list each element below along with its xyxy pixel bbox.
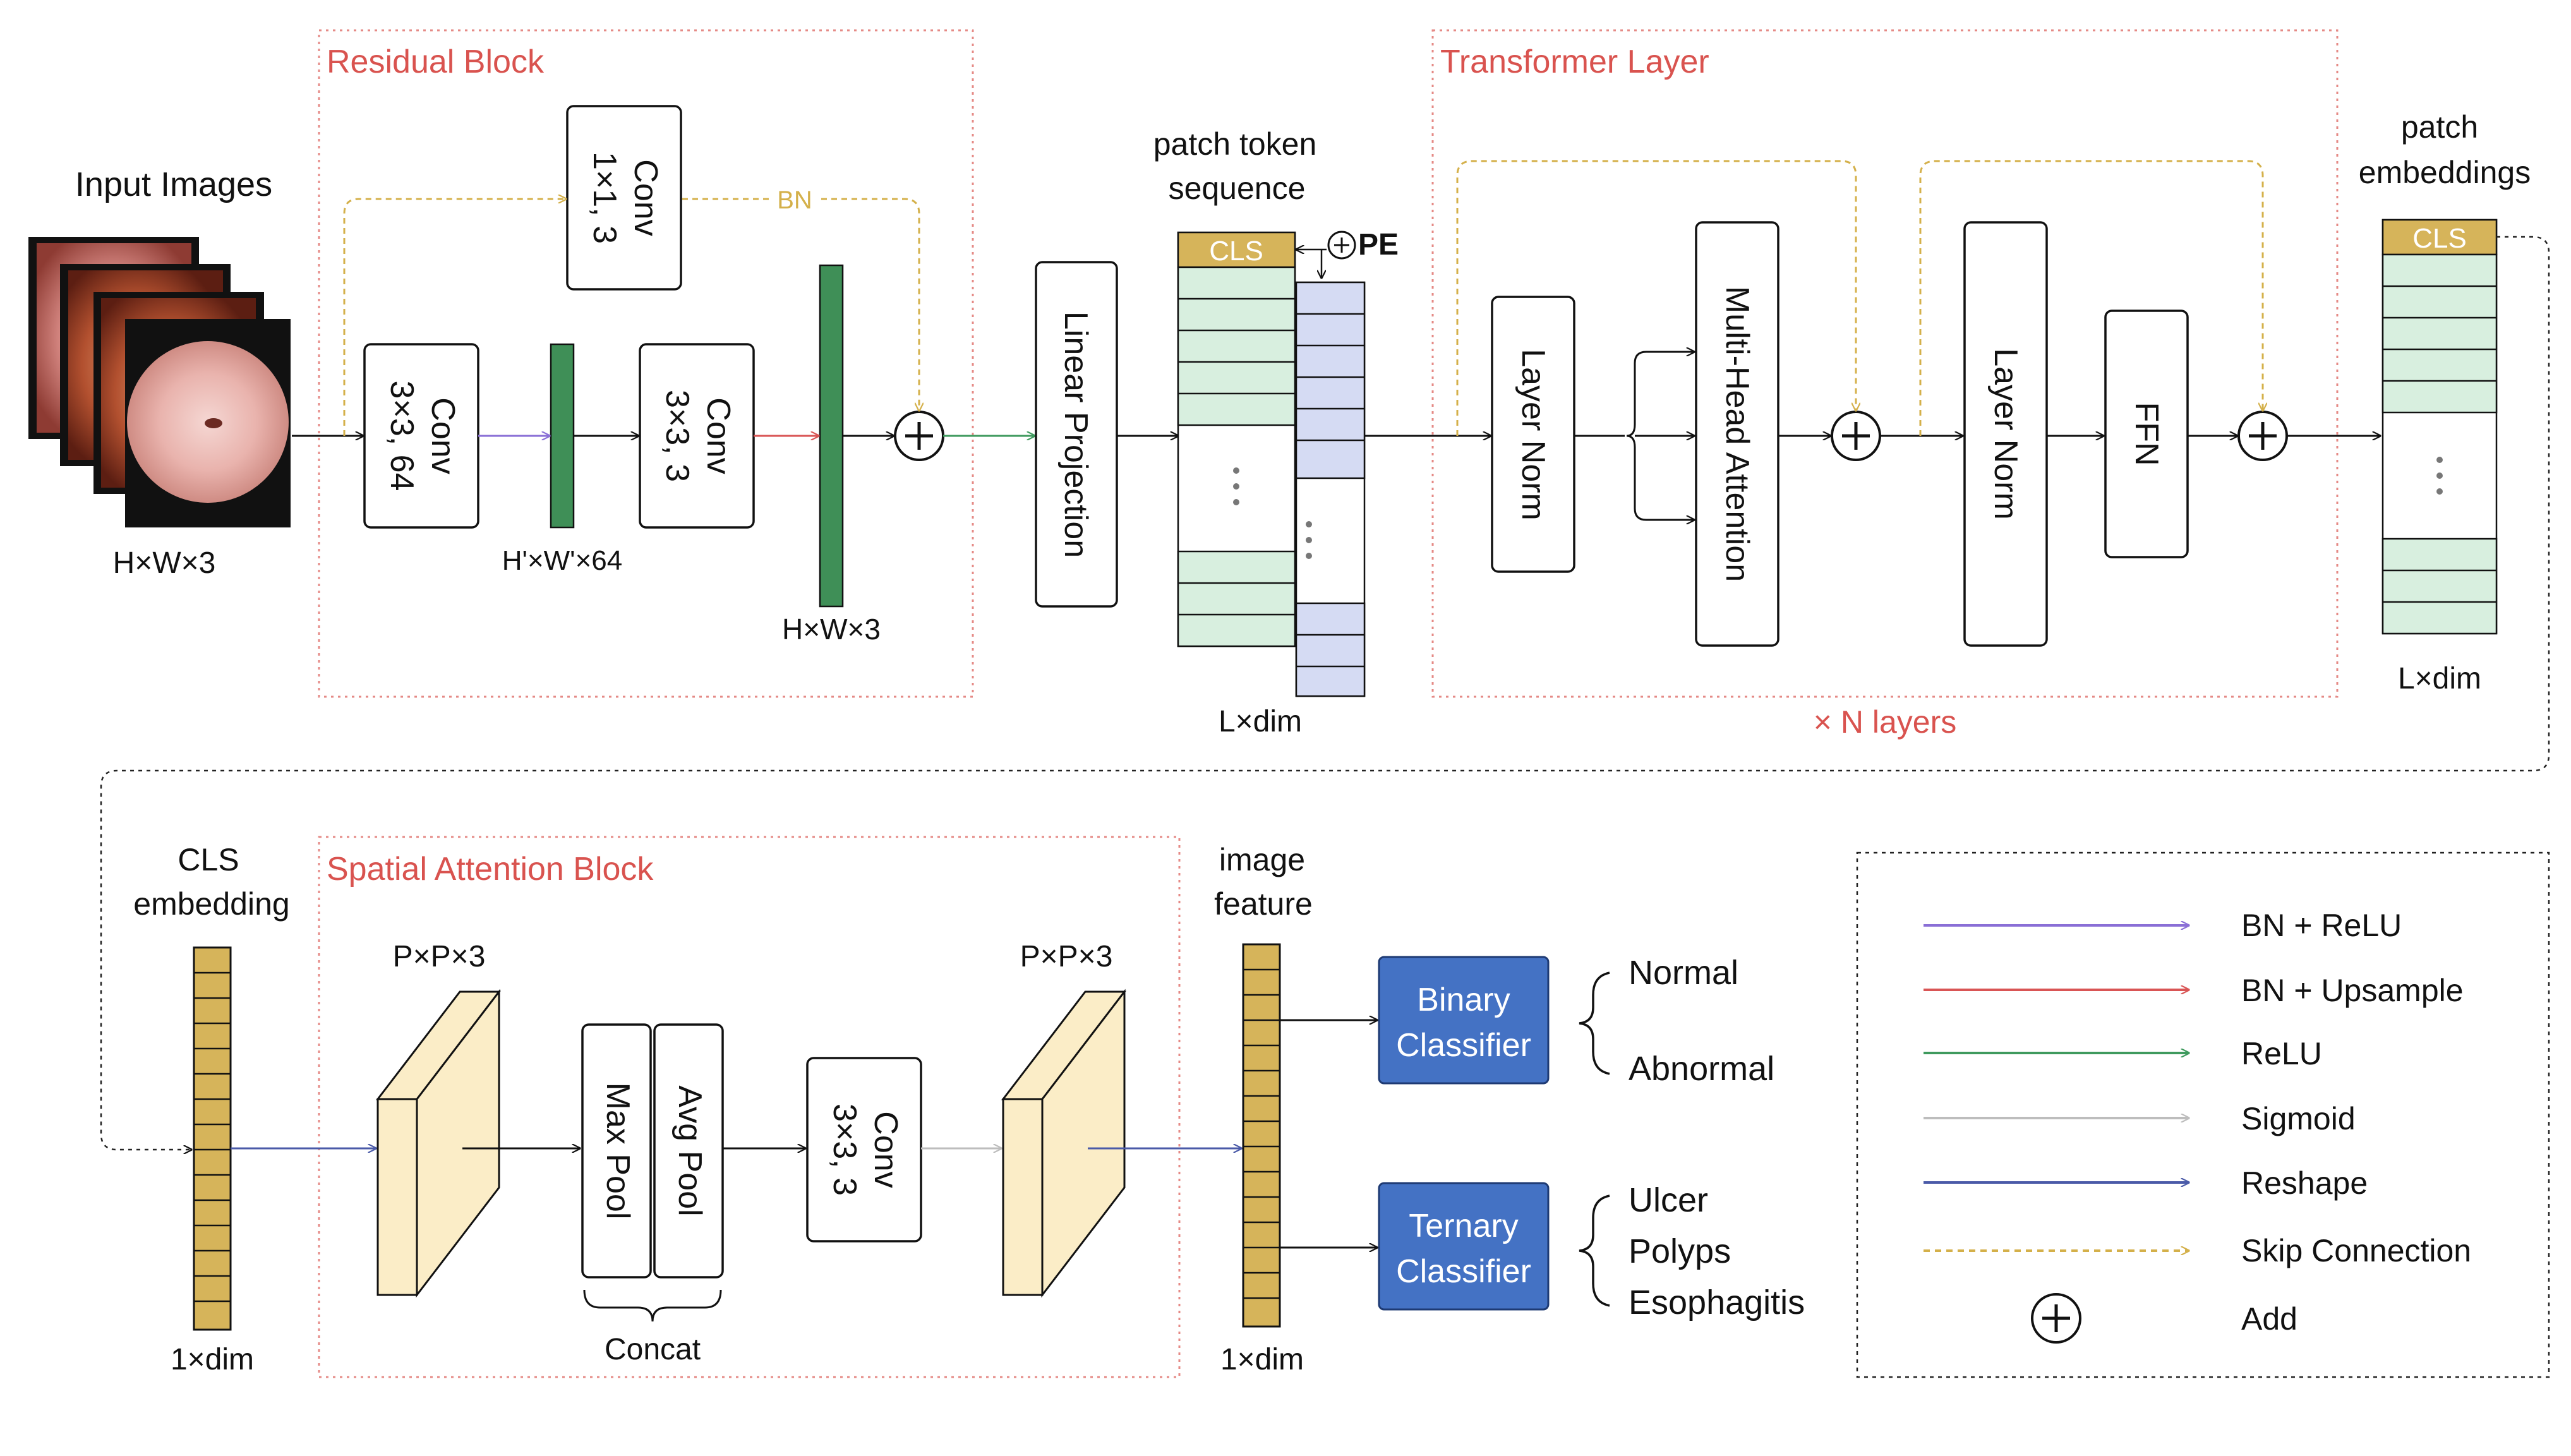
transformer-layer-title: Transformer Layer <box>1440 44 1709 80</box>
binary-classifier-box <box>1378 956 1550 1085</box>
ternary-class-esophagitis: Esophagitis <box>1629 1284 1805 1321</box>
legend-label-relu: ReLU <box>2241 1036 2322 1071</box>
layer-norm-2-box <box>1963 221 2048 647</box>
layer-norm-1-box <box>1491 296 1575 573</box>
plus-circle-icon <box>2237 411 2288 461</box>
output-feature-cube <box>1001 989 1127 1298</box>
token-size-label: L×dim <box>1219 705 1302 738</box>
sab-conv-spec: 3×3, 3 <box>826 1104 863 1196</box>
ternary-classifier-label-1: Ternary <box>1409 1208 1518 1244</box>
plus-circle-icon <box>2031 1293 2081 1344</box>
patch-emb-title-1: patch <box>2401 109 2478 145</box>
token-seq-title-1: patch token <box>1153 126 1317 162</box>
layer-norm-2-label: Layer Norm <box>1987 348 2024 520</box>
spatial-attention-title: Spatial Attention Block <box>327 851 654 887</box>
binary-classifier-label-2: Classifier <box>1396 1027 1531 1064</box>
concat-label: Concat <box>605 1333 701 1366</box>
linear-projection-label: Linear Projection <box>1057 311 1094 558</box>
ffn-box <box>2104 310 2189 558</box>
feature-size-out-label: H×W×3 <box>782 613 881 646</box>
binary-class-abnormal: Abnormal <box>1629 1050 1774 1088</box>
token-column <box>1177 231 1296 647</box>
ternary-classifier-label-2: Classifier <box>1396 1253 1531 1290</box>
legend-label-sigmoid: Sigmoid <box>2241 1101 2356 1136</box>
avg-pool-label: Avg Pool <box>671 1085 708 1216</box>
max-pool-label: Max Pool <box>599 1083 636 1220</box>
ffn-label: FFN <box>2128 402 2165 466</box>
image-feature-title-1: image <box>1219 842 1305 877</box>
token-cls-label: CLS <box>1209 236 1263 267</box>
feature-bar-mid <box>550 343 575 529</box>
mha-label: Multi-Head Attention <box>1719 286 1755 582</box>
legend: BN + ReLU BN + Upsample ReLU Sigmoid Res… <box>1924 908 2471 1344</box>
bn-skip-label: BN <box>777 186 812 214</box>
conv-3x3-64-spec: 3×3, 64 <box>383 381 420 491</box>
mha-fanout-brace <box>1574 351 1693 521</box>
residual-block-title: Residual Block <box>327 44 545 80</box>
max-pool-box <box>581 1023 652 1279</box>
positional-encoding-stack <box>1295 281 1366 697</box>
ternary-class-ulcer: Ulcer <box>1629 1181 1708 1219</box>
mha-box <box>1695 221 1779 647</box>
transformer-repeat-label: × N layers <box>1814 704 1956 740</box>
image-feature-title-2: feature <box>1214 886 1313 922</box>
pe-add-icon <box>1327 231 1356 260</box>
sab-conv-label: Conv <box>867 1111 904 1188</box>
legend-label-reshape: Reshape <box>2241 1165 2368 1201</box>
plus-circle-icon <box>1831 411 1881 461</box>
patch-emb-title-2: embeddings <box>2359 155 2531 190</box>
ternary-classifier-box <box>1378 1182 1550 1311</box>
ternary-brace <box>1579 1194 1610 1307</box>
input-image-stack <box>28 237 291 527</box>
linear-projection-box <box>1035 261 1118 608</box>
sab-out-size-label: P×P×3 <box>1020 940 1113 973</box>
input-size-label: H×W×3 <box>113 546 216 580</box>
cls-emb-title-1: CLS <box>178 842 239 877</box>
binary-classifier-label-1: Binary <box>1417 982 1510 1018</box>
residual-block-frame <box>318 29 974 698</box>
patch-emb-cls-label: CLS <box>2412 223 2467 254</box>
conv-1x1-box <box>566 105 682 291</box>
transformer-layer-frame <box>1431 29 2339 698</box>
patch-emb-size-label: L×dim <box>2398 662 2481 695</box>
layer-norm-1-label: Layer Norm <box>1515 349 1551 520</box>
input-images-title: Input Images <box>75 165 272 203</box>
binary-brace <box>1579 972 1610 1075</box>
sab-in-size-label: P×P×3 <box>393 940 486 973</box>
skip-connection-residual <box>343 199 566 436</box>
avg-pool-box <box>653 1023 724 1279</box>
sab-conv-box <box>806 1057 922 1242</box>
concat-brace <box>583 1289 722 1322</box>
image-feature-size-label: 1×dim <box>1220 1343 1304 1376</box>
legend-label-bn-upsample: BN + Upsample <box>2241 973 2464 1008</box>
input-feature-cube <box>375 989 502 1298</box>
skip-connection-transformer-2 <box>1919 160 2263 436</box>
legend-label-bn-relu: BN + ReLU <box>2241 908 2402 943</box>
cls-emb-size-label: 1×dim <box>171 1343 254 1376</box>
binary-class-normal: Normal <box>1629 954 1738 992</box>
pe-label: PE <box>1358 228 1399 262</box>
conv-3x3-3-spec: 3×3, 3 <box>659 390 695 482</box>
legend-label-add: Add <box>2241 1301 2297 1337</box>
plus-circle-icon <box>894 411 944 461</box>
legend-frame <box>1856 851 2550 1378</box>
conv-1x1-label: Conv <box>627 159 664 236</box>
token-seq-title-2: sequence <box>1169 171 1306 206</box>
skip-connection-residual-2 <box>682 198 919 411</box>
patch-embedding-column <box>2381 219 2498 635</box>
feature-bar-out <box>819 264 844 608</box>
cls-emb-title-2: embedding <box>133 886 289 922</box>
conv-1x1-spec: 1×1, 3 <box>586 152 623 244</box>
cls-embedding-bar <box>193 946 232 1331</box>
conv-3x3-3-label: Conv <box>700 397 737 474</box>
image-feature-bar <box>1242 943 1281 1328</box>
legend-label-skip: Skip Connection <box>2241 1233 2471 1268</box>
skip-connection-transformer-1 <box>1456 160 1856 436</box>
ternary-class-polyps: Polyps <box>1629 1232 1731 1270</box>
spatial-attention-frame <box>318 836 1181 1378</box>
conv-3x3-64-label: Conv <box>424 397 461 474</box>
feature-size-mid-label: H'×W'×64 <box>502 545 622 576</box>
